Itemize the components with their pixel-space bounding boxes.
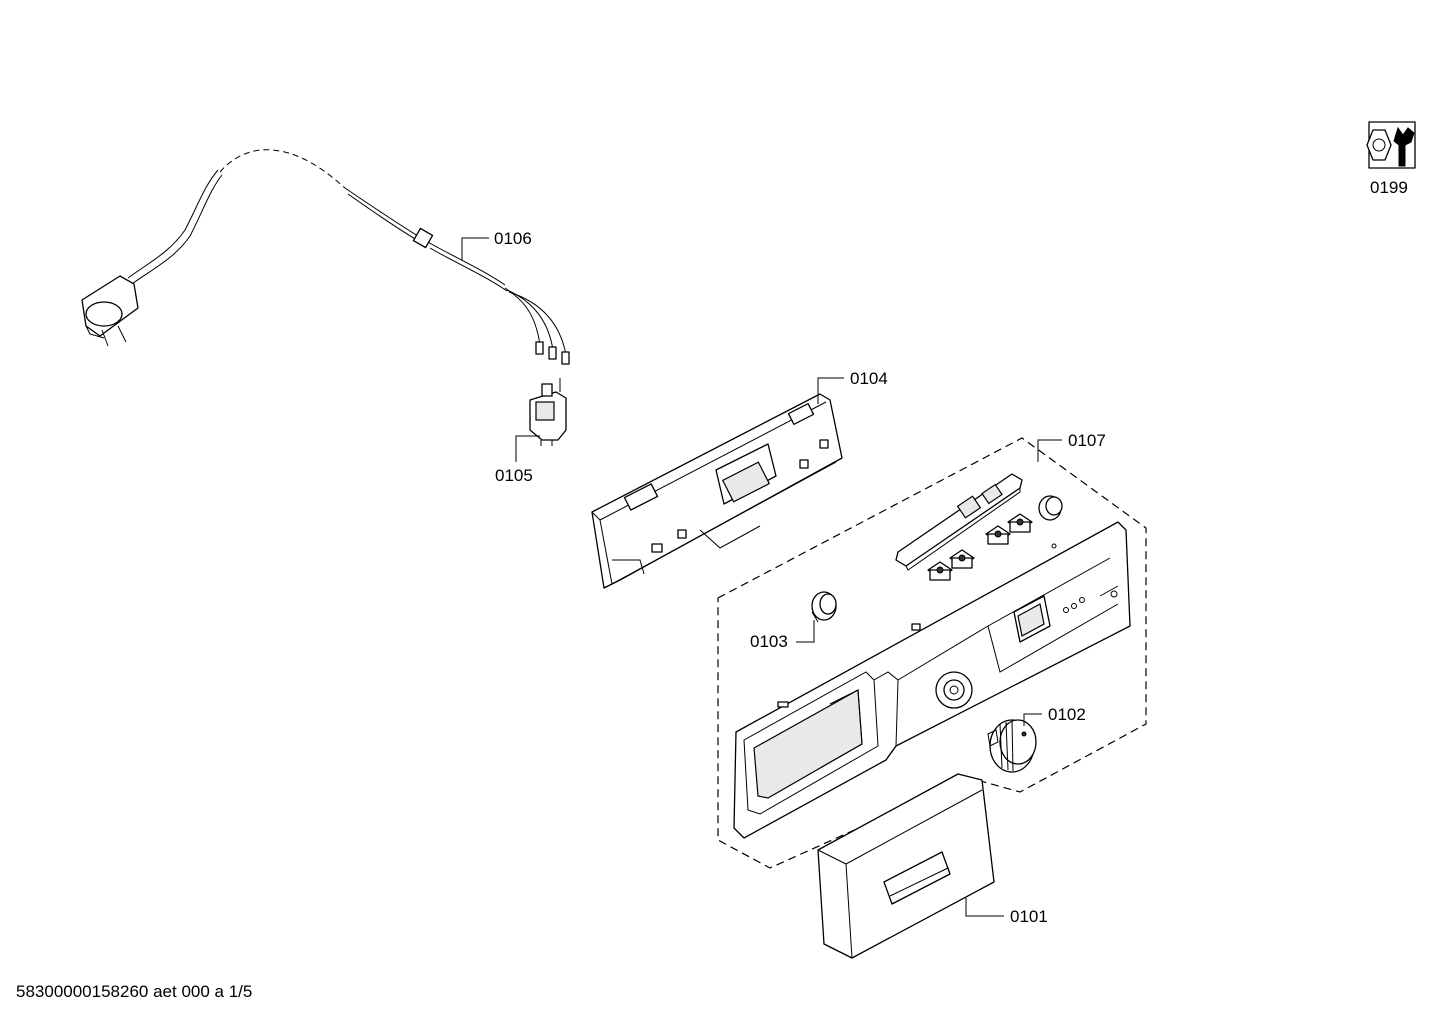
wrench-nut-icon[interactable]	[1366, 121, 1416, 169]
selector-knob-part[interactable]	[987, 719, 1037, 773]
drawer-handle-part[interactable]	[817, 773, 995, 959]
power-cord-part[interactable]	[81, 149, 570, 365]
control-module-part[interactable]	[591, 393, 843, 589]
part-label-0199[interactable]: 0199	[1370, 178, 1408, 197]
button-strip-part[interactable]	[895, 473, 1023, 571]
part-label-0103[interactable]: 0103	[750, 632, 788, 651]
part-label-0106[interactable]: 0106	[494, 229, 532, 248]
control-panel-fascia-part[interactable]	[733, 521, 1131, 839]
part-label-0102[interactable]: 0102	[1048, 705, 1086, 724]
part-label-0101[interactable]: 0101	[1010, 907, 1048, 926]
part-label-0104[interactable]: 0104	[850, 369, 888, 388]
part-label-0105[interactable]: 0105	[495, 466, 533, 485]
connector-part[interactable]	[529, 378, 567, 446]
button-caps-part[interactable]	[927, 495, 1063, 581]
leader-lines	[461, 237, 1062, 917]
knob-insert-part[interactable]	[811, 591, 837, 623]
part-label-0107[interactable]: 0107	[1068, 431, 1106, 450]
control-panel-group-outline	[717, 437, 1147, 869]
document-footer-code: 58300000158260 aet 000 a 1/5	[16, 982, 253, 1001]
